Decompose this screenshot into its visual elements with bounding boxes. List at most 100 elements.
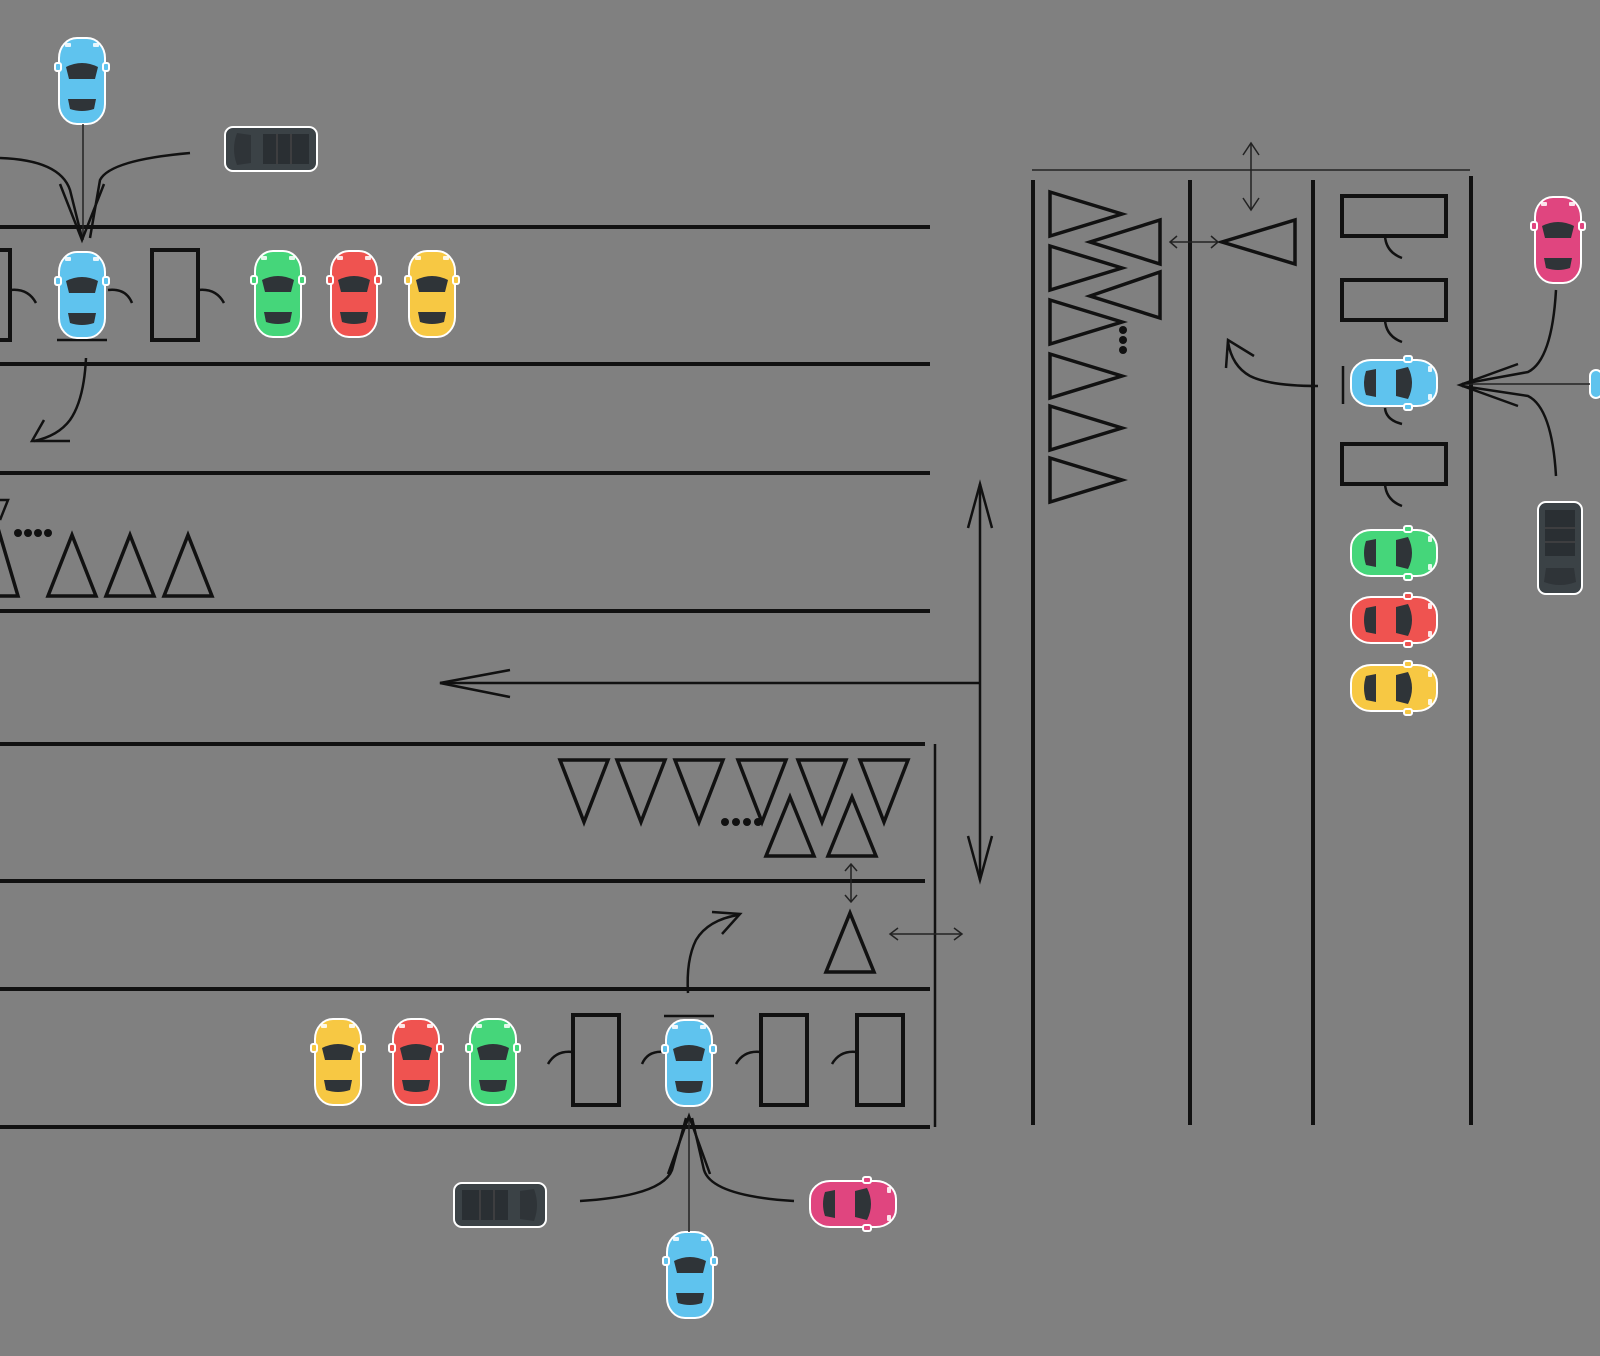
ellipsis-dot	[721, 818, 729, 826]
car-blue-incoming	[54, 37, 110, 125]
cone-sideways-reversed	[1084, 269, 1162, 321]
merge-arrows-bottom	[579, 910, 795, 1232]
car-blue-parked	[661, 1019, 717, 1107]
arrow-head	[1224, 337, 1255, 369]
arrow-head	[29, 419, 70, 443]
parking-spot	[1340, 278, 1448, 322]
merge-arrows-right	[1224, 289, 1590, 477]
spot-marker	[734, 1050, 762, 1065]
merge-arrow	[88, 151, 191, 239]
cone	[161, 530, 215, 598]
cone-inverted	[795, 758, 849, 827]
cone-inverted	[735, 758, 789, 827]
cone	[823, 908, 877, 974]
ellipsis-dot	[14, 529, 22, 537]
cone-partial	[0, 498, 10, 521]
cone-sideways	[1048, 297, 1128, 347]
cone-sideways	[1048, 189, 1128, 239]
cone-inverted	[614, 758, 668, 827]
ellipsis-dot	[732, 818, 740, 826]
gap-indicator-heads	[888, 927, 964, 941]
ellipsis-dot	[1119, 336, 1127, 344]
merge-arrows-top	[0, 124, 191, 443]
cone-sideways	[1048, 455, 1128, 505]
spot-marker	[546, 1050, 574, 1065]
parking-spot	[1340, 194, 1448, 238]
spot-marker	[830, 1050, 858, 1065]
cone	[0, 528, 21, 598]
cone-row-bottom	[557, 758, 911, 858]
gap-indicator-heads	[1168, 235, 1220, 249]
car-blue-parked	[54, 251, 110, 339]
arrow-head	[966, 479, 994, 529]
merge-arrow	[1461, 289, 1558, 386]
arrow-head	[711, 910, 743, 935]
truck-dark	[224, 126, 318, 172]
car-green	[250, 250, 306, 338]
parking-spots-right	[1340, 194, 1448, 508]
car-yellow	[310, 1018, 366, 1106]
gap-indicator-heads	[1242, 141, 1260, 212]
ellipsis-dot	[1119, 326, 1127, 334]
arrow-head	[58, 183, 106, 244]
ellipsis-dot	[743, 818, 751, 826]
right-lanes	[1031, 169, 1473, 1125]
cone-inverted	[857, 758, 911, 827]
ellipsis-dot	[754, 818, 762, 826]
merge-arrow	[0, 156, 84, 239]
parking-spot	[150, 248, 200, 342]
gap-indicator-heads	[844, 862, 858, 904]
left-top-lanes	[0, 225, 930, 613]
parking-spots-bottom	[546, 1013, 905, 1107]
spot-marker	[640, 1050, 666, 1065]
car-pink	[809, 1176, 897, 1232]
cone	[45, 530, 99, 598]
spot-marker	[1383, 483, 1403, 508]
right-queue-cars	[1350, 196, 1600, 716]
arrow-head	[966, 835, 994, 885]
spot-marker	[1383, 319, 1403, 344]
parking-spot	[0, 248, 12, 342]
spot-marker	[197, 288, 226, 304]
cone-sideways-reversed	[1215, 217, 1297, 267]
cone	[763, 792, 817, 858]
ellipsis-dot	[34, 529, 42, 537]
single-cone-bottom	[823, 862, 964, 974]
arrow-head	[1456, 362, 1519, 408]
car-yellow	[1350, 660, 1438, 716]
spot-marker	[1383, 407, 1403, 426]
direction-arrow-left	[439, 668, 980, 699]
truck-dark	[1537, 501, 1583, 595]
exit-arrow	[686, 913, 739, 994]
car-blue-parked	[1350, 355, 1438, 411]
car-green	[465, 1018, 521, 1106]
ellipsis-dot	[44, 529, 52, 537]
spot-marker	[9, 288, 38, 304]
cone	[103, 530, 157, 598]
exit-arrow	[33, 357, 88, 443]
parking-spot	[759, 1013, 809, 1107]
spot-marker	[107, 288, 134, 304]
exit-arrow	[1226, 341, 1319, 388]
parking-spot	[1340, 442, 1448, 486]
arrow-head	[666, 1112, 712, 1175]
cone-inverted	[557, 758, 611, 827]
car-red	[1350, 592, 1438, 648]
car-red	[388, 1018, 444, 1106]
car-red	[326, 250, 382, 338]
cone-column-right	[1048, 189, 1162, 505]
truck-dark	[453, 1182, 547, 1228]
parking-spot	[855, 1013, 905, 1107]
car-blue-incoming	[662, 1231, 718, 1319]
cone-inverted	[672, 758, 726, 827]
cone-sideways-reversed	[1084, 217, 1162, 267]
cone-row-left	[0, 498, 215, 598]
cone-sideways	[1048, 403, 1128, 453]
car-blue-edge	[1589, 369, 1600, 399]
car-yellow	[404, 250, 460, 338]
car-green	[1350, 525, 1438, 581]
parking-spot	[571, 1013, 621, 1107]
arrow-head	[439, 668, 511, 699]
cone-sideways	[1048, 243, 1128, 293]
